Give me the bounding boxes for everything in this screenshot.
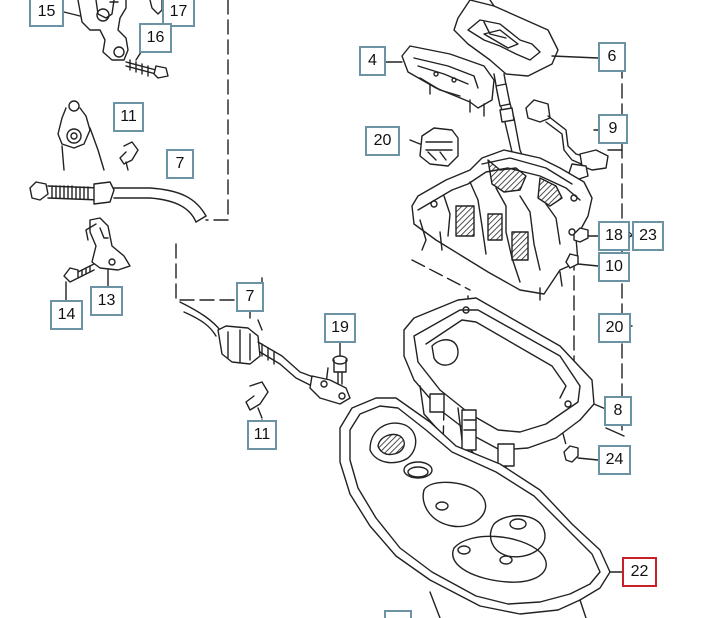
callout-6[interactable]: 6 [598, 42, 626, 72]
callout-19[interactable]: 19 [324, 313, 356, 343]
bolt-14 [63, 263, 95, 283]
bracket-13 [85, 217, 131, 271]
chevron-right-icon: › [628, 227, 634, 243]
bolt-16 [125, 59, 169, 79]
callout-10[interactable]: 10 [598, 252, 630, 282]
shift-cover-6 [453, 0, 599, 77]
floor-tray-22 [339, 397, 623, 618]
callout-15[interactable]: 15 [29, 0, 64, 27]
callout-17[interactable]: 17 [162, 0, 195, 27]
nut-18 [573, 227, 589, 243]
screw-24 [563, 445, 579, 463]
callout-8[interactable]: 8 [604, 396, 632, 426]
trim-4 [401, 45, 495, 117]
callout-9[interactable]: 9 [598, 114, 628, 144]
callout-7-upper[interactable]: 7 [166, 149, 194, 179]
callout-23[interactable]: 23 [632, 221, 664, 251]
callout-4[interactable]: 4 [359, 46, 386, 76]
shifter-housing [411, 149, 593, 301]
screw-10 [565, 253, 579, 269]
callout-20-upper[interactable]: 20 [365, 126, 400, 156]
callout-24[interactable]: 24 [598, 445, 631, 475]
callout-22-selected[interactable]: 22 [622, 557, 657, 587]
callout-bottom-partial[interactable] [384, 610, 412, 618]
cable-middle [179, 301, 351, 405]
callout-13[interactable]: 13 [90, 286, 123, 316]
connector-20 [409, 127, 459, 167]
callout-7-lower[interactable]: 7 [236, 282, 264, 312]
pin-19 [332, 355, 348, 385]
callout-11-upper[interactable]: 11 [113, 102, 144, 132]
cable-end-upper [29, 100, 207, 223]
callout-18[interactable]: 18 [598, 221, 630, 251]
console-frame-8 [403, 297, 609, 467]
callout-16[interactable]: 16 [139, 23, 172, 53]
callout-14[interactable]: 14 [50, 300, 83, 330]
clip-11-lower [245, 381, 269, 419]
callout-11-lower[interactable]: 11 [247, 420, 277, 450]
callout-20-lower[interactable]: 20 [598, 313, 631, 343]
